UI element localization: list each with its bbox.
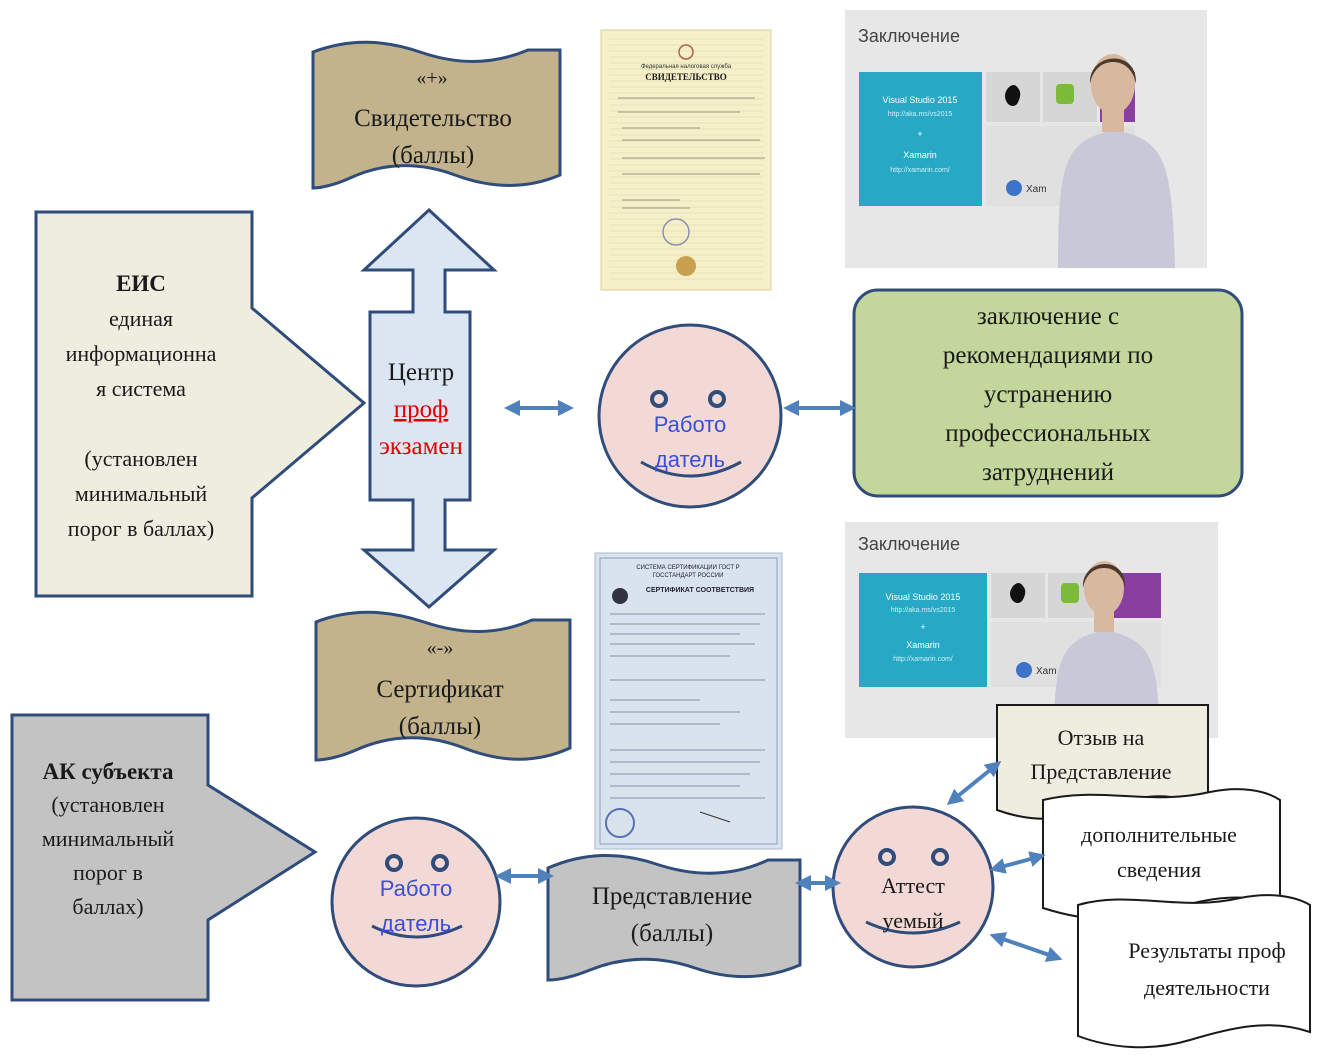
rez-line-2: деятельности: [1144, 975, 1270, 1000]
eis-line: минимальный: [75, 481, 208, 506]
attest-line-2: уемый: [883, 908, 944, 933]
connectors: [495, 400, 1063, 962]
tile-line: Xamarin: [903, 150, 937, 160]
sertifikat-document-image: СИСТЕМА СЕРТИФИКАЦИИ ГОСТ Р ГОССТАНДАРТ …: [594, 552, 783, 850]
apple-icon: [1010, 583, 1026, 603]
video-thumbnail-top: Заключение Visual Studio 2015 http://aka…: [845, 10, 1207, 268]
dop-line-2: сведения: [1117, 857, 1201, 882]
tile-line: Visual Studio 2015: [883, 95, 958, 105]
svid-mark: «+»: [416, 67, 447, 89]
tile-plus: +: [920, 622, 925, 632]
ak-line: баллах): [72, 894, 143, 919]
apple-icon: [1005, 85, 1021, 106]
svidetelstvo-banner: «+» Свидетельство (баллы): [311, 40, 562, 190]
conf-title: СЕРТИФИКАТ СООТВЕТСТВИЯ: [646, 587, 754, 594]
eis-line: порог в баллах): [68, 516, 214, 541]
android-icon: [1061, 583, 1079, 603]
tile-link: http://xamarin.com/: [893, 656, 953, 663]
sert-line-1: Сертификат: [376, 676, 503, 703]
conclusion-box: заключение с рекомендациями по устранени…: [852, 288, 1244, 498]
conclusion-line: рекомендациями по: [943, 342, 1153, 369]
doc-rezultaty: Результаты проф деятельности: [1077, 894, 1311, 1049]
video-title: Заключение: [858, 534, 960, 554]
connector-attestee-rez: [989, 932, 1063, 962]
eis-arrow-box: ЕИС единая информационна я система (уста…: [34, 210, 367, 598]
center-line-1: Центр: [388, 359, 454, 386]
eis-line: информационна: [66, 341, 217, 366]
face-bottom-line-2: датель: [381, 911, 451, 936]
xam-label: Xam: [1036, 666, 1057, 677]
pred-line-2: (баллы): [631, 920, 713, 947]
center-line-3: экзамен: [379, 433, 463, 460]
tile-plus: +: [917, 129, 922, 139]
tile-link: http://aka.ms/vs2015: [891, 607, 956, 614]
conf-system: СИСТЕМА СЕРТИФИКАЦИИ ГОСТ Р: [636, 565, 739, 571]
eis-line: (установлен: [84, 446, 197, 471]
face-top-line-2: датель: [655, 447, 725, 472]
ak-title: АК субъекта: [42, 759, 174, 784]
face-top-line-1: Работо: [654, 412, 727, 437]
center-exam-arrow: Центр проф экзамен: [360, 207, 498, 609]
video-title: Заключение: [858, 26, 960, 46]
presenter-figure: [1058, 54, 1175, 268]
tile-line: Visual Studio 2015: [886, 592, 961, 602]
sertifikat-banner: «-» Сертификат (баллы): [314, 610, 572, 762]
employer-face-bottom: Работо датель: [330, 816, 502, 988]
tile-line: Xamarin: [906, 640, 940, 650]
svid-line-2: (баллы): [392, 142, 474, 169]
video-thumbnail-bottom: Заключение Visual Studio 2015 http://aka…: [845, 522, 1218, 738]
eis-title: ЕИС: [116, 271, 166, 296]
xamarin-icon: [1016, 662, 1032, 678]
ak-line: минимальный: [42, 826, 175, 851]
svidetelstvo-document-image: Федеральная налоговая служба СВИДЕТЕЛЬСТ…: [600, 29, 772, 291]
doc-otzyv: Отзыв на Представление: [996, 704, 1209, 820]
eis-line: я система: [96, 376, 186, 401]
otzyv-line-1: Отзыв на: [1058, 725, 1145, 750]
rez-line-1: Результаты проф: [1128, 938, 1285, 963]
connector-attestee-otzyv: [946, 760, 1002, 806]
tile-link: http://xamarin.com/: [890, 167, 950, 174]
conf-agency: ГОССТАНДАРТ РОССИИ: [653, 573, 724, 579]
attest-line-1: Аттест: [881, 873, 945, 898]
employer-face-top: Работо датель: [597, 323, 783, 509]
xamarin-icon: [1006, 180, 1022, 196]
predstavlenie-banner: Представление (баллы): [546, 853, 802, 982]
ak-line: (установлен: [51, 792, 164, 817]
conclusion-line: заключение с: [977, 303, 1119, 330]
conclusion-line: устранению: [984, 381, 1112, 408]
pred-line-1: Представление: [592, 883, 752, 910]
svid-line-1: Свидетельство: [354, 105, 512, 132]
connector-attestee-dop: [989, 851, 1046, 874]
eis-line: единая: [109, 306, 173, 331]
dop-line-1: дополнительные: [1081, 822, 1237, 847]
doc-org: Федеральная налоговая служба: [641, 64, 732, 70]
tile-link: http://aka.ms/vs2015: [888, 111, 953, 118]
attestee-face: Аттест уемый: [831, 805, 995, 969]
conclusion-line: профессиональных: [945, 420, 1151, 447]
conclusion-line: затруднений: [982, 459, 1114, 486]
otzyv-line-2: Представление: [1030, 759, 1171, 784]
sert-mark: «-»: [427, 637, 454, 659]
doc-title: СВИДЕТЕЛЬСТВО: [645, 72, 727, 82]
android-icon: [1056, 84, 1074, 104]
ak-line: порог в: [73, 860, 143, 885]
xam-label: Xam: [1026, 184, 1047, 195]
face-bottom-line-1: Работо: [380, 876, 453, 901]
sert-line-2: (баллы): [399, 713, 481, 740]
center-line-2: проф: [394, 396, 449, 423]
ak-arrow-box: АК субъекта (установлен минимальный поро…: [10, 713, 318, 1002]
